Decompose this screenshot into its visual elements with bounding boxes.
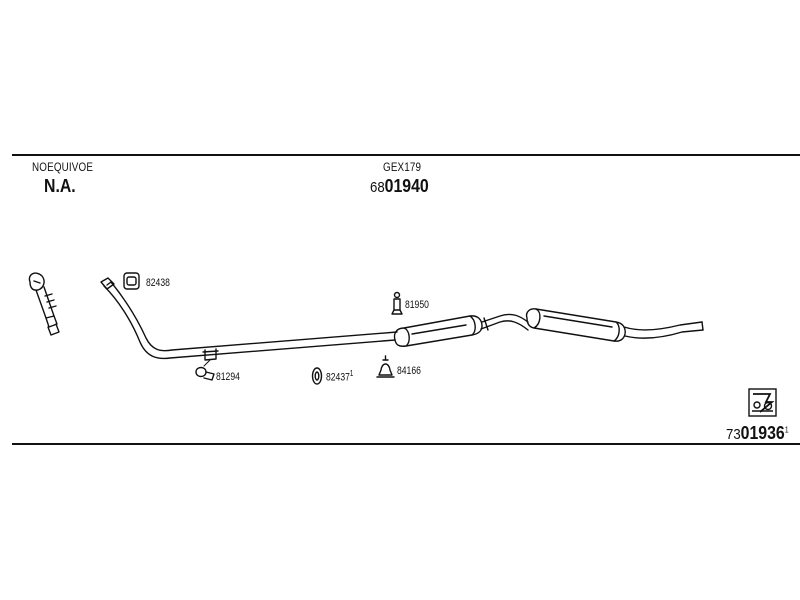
footer-code-prefix: 73 — [726, 426, 741, 443]
equivalence-label: NOEQUIVOE — [32, 160, 94, 174]
part-number-81950: 81950 — [405, 299, 429, 311]
equivalence-value: N.A. — [44, 176, 76, 196]
part-number-81294: 81294 — [216, 371, 240, 383]
front-pipe — [100, 277, 398, 361]
hanger-bolt-icon — [391, 291, 403, 315]
mounting-rubber-icon — [376, 355, 395, 378]
rubber-ring-icon — [311, 367, 323, 385]
part-number-82437-sup: 1 — [349, 369, 354, 378]
clamp-icon — [195, 366, 215, 381]
kit-code-main: 01940 — [384, 176, 429, 196]
flex-joint-part — [28, 272, 60, 336]
middle-muffler — [393, 313, 529, 347]
kit-reference: GEX179 — [383, 160, 422, 174]
part-number-82437-main: 82437 — [326, 371, 350, 384]
footer-code: 73019361 — [726, 424, 789, 443]
part-number-82437: 824371 — [326, 370, 353, 384]
kit-code: 6801940 — [370, 177, 429, 196]
rear-muffler — [525, 308, 704, 342]
footer-code-sup: 1 — [784, 425, 789, 435]
part-number-82438: 82438 — [146, 277, 170, 289]
kit-code-prefix: 68 — [370, 179, 385, 196]
kit-logo-icon — [748, 388, 777, 417]
footer-code-main: 01936 — [740, 423, 785, 443]
bottom-divider — [12, 443, 800, 445]
gasket-icon — [123, 272, 140, 290]
part-number-84166: 84166 — [397, 365, 421, 377]
top-divider — [12, 154, 800, 156]
